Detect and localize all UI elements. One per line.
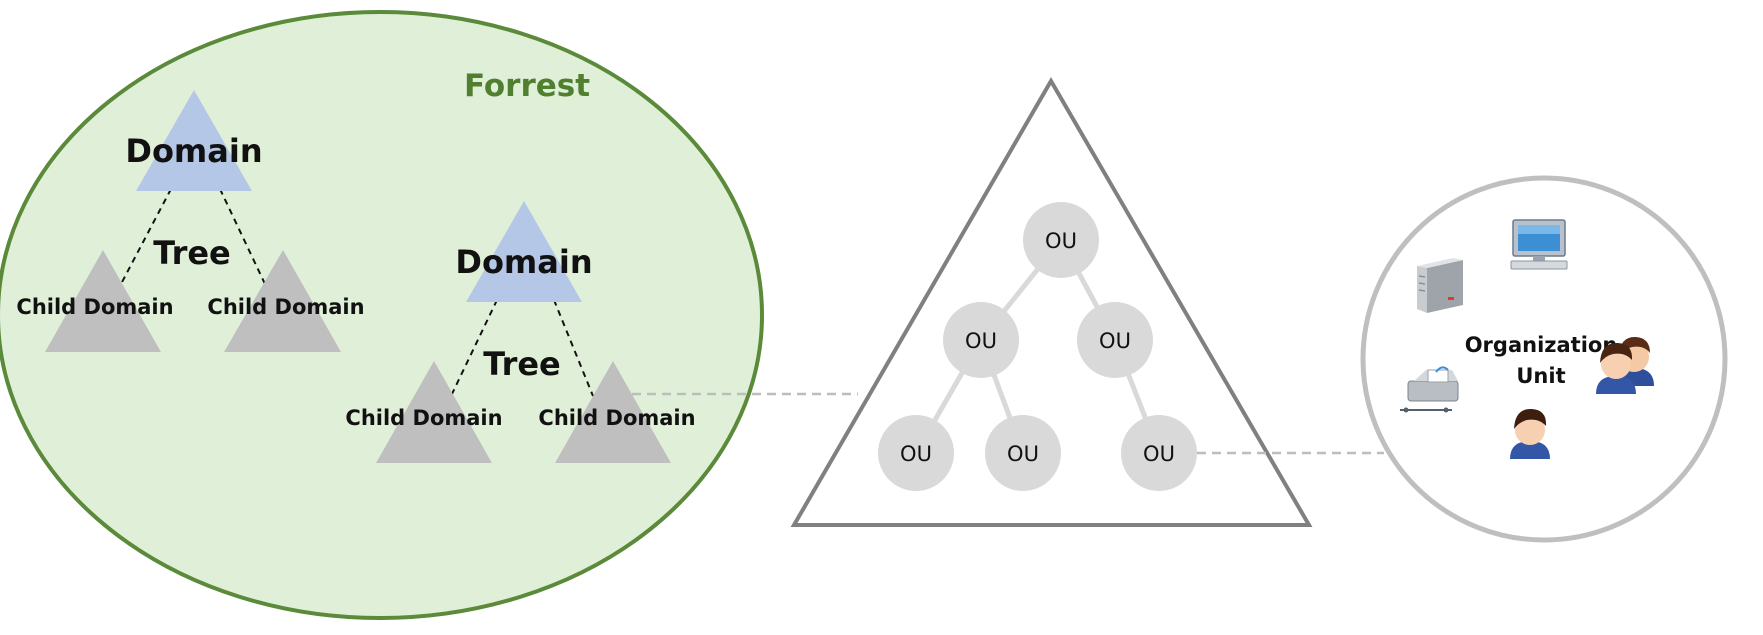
child-domain-label-1b: Child Domain	[207, 295, 364, 319]
ou-node-3	[1077, 302, 1153, 378]
computer-icon	[1510, 219, 1568, 270]
tree-1: Domain Tree Child Domain Child Domain	[16, 90, 365, 352]
child-domain-triangle-1a	[45, 250, 161, 352]
domain-triangle-1	[136, 90, 252, 191]
users-icon	[1596, 336, 1654, 394]
ou-node-label-6: OU	[1143, 442, 1175, 466]
domain-label-1: Domain	[125, 132, 262, 170]
child-domain-triangle-2b	[555, 361, 671, 463]
domain-label-2: Domain	[455, 243, 592, 281]
ou-node-label-4: OU	[900, 442, 932, 466]
ou-node-label-2: OU	[965, 329, 997, 353]
ou-node-label-3: OU	[1099, 329, 1131, 353]
ou-node-5	[985, 415, 1061, 491]
forest-title: Forrest	[464, 68, 590, 104]
org-unit-label-line2: Unit	[1516, 364, 1565, 388]
tree-label-1: Tree	[153, 234, 231, 272]
ou-node-1	[1023, 202, 1099, 278]
ou-node-6	[1121, 415, 1197, 491]
child-domain-label-1a: Child Domain	[16, 295, 173, 319]
ou-node-label-5: OU	[1007, 442, 1039, 466]
child-domain-triangle-2a	[376, 361, 492, 463]
child-domain-label-2b: Child Domain	[538, 406, 695, 430]
ou-node-4	[878, 415, 954, 491]
tree-label-2: Tree	[483, 345, 561, 383]
ou-node-label-1: OU	[1045, 229, 1077, 253]
tree-2: Domain Tree Child Domain Child Domain	[345, 201, 696, 463]
printer-icon	[1400, 366, 1459, 413]
domain-triangle-2	[466, 201, 582, 302]
child-domain-label-2a: Child Domain	[345, 406, 502, 430]
user-icon	[1510, 408, 1550, 459]
server-icon	[1417, 258, 1463, 313]
org-unit-label-line1: Organization	[1465, 333, 1618, 357]
child-domain-triangle-1b	[224, 250, 341, 352]
ou-tree: OU OU OU OU OU OU	[878, 202, 1197, 491]
ou-node-2	[943, 302, 1019, 378]
ou-container-triangle	[790, 77, 1313, 527]
